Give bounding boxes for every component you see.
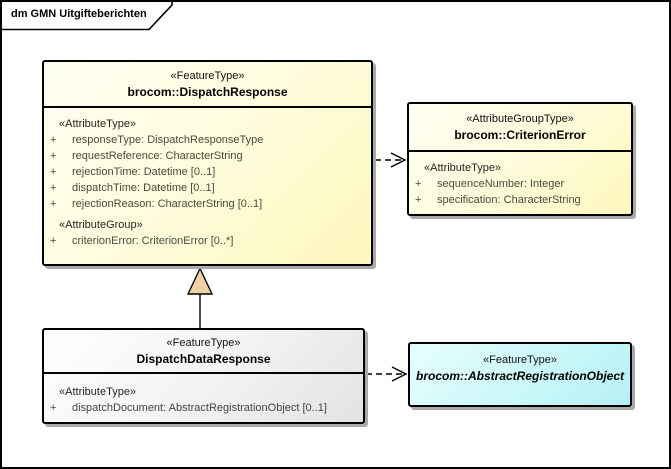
attribute-row: + responseType: DispatchResponseType xyxy=(44,132,371,148)
visibility-sign: + xyxy=(50,166,57,178)
stereotype-row: «AttributeType» xyxy=(44,116,371,132)
stereotype-label: «FeatureType» xyxy=(166,337,241,349)
attribute-text: sequenceNumber: Integer xyxy=(437,178,565,190)
stereotype-row: «AttributeType» xyxy=(409,160,631,176)
attribute-text: dispatchDocument: AbstractRegistrationOb… xyxy=(72,402,327,414)
attribute-row: + dispatchDocument: AbstractRegistration… xyxy=(44,400,363,416)
attribute-row: + requestReference: CharacterString xyxy=(44,148,371,164)
visibility-sign: + xyxy=(50,182,57,194)
stereotype-row: «AttributeType» xyxy=(44,384,363,400)
class-name: brocom::AbstractRegistrationObject xyxy=(415,369,625,383)
attribute-row: + rejectionReason: CharacterString [0..1… xyxy=(44,196,371,212)
attribute-text: rejectionReason: CharacterString [0..1] xyxy=(72,198,263,210)
attribute-row: + sequenceNumber: Integer xyxy=(409,176,631,192)
stereotype-text: «AttributeType» xyxy=(424,162,502,174)
attribute-compartment: «AttributeType» + sequenceNumber: Intege… xyxy=(409,152,631,208)
attribute-text: rejectionTime: Datetime [0..1] xyxy=(72,166,216,178)
attribute-compartment: «AttributeType» + responseType: Dispatch… xyxy=(44,108,371,249)
stereotype-label: «AttributeGroupType» xyxy=(466,113,574,125)
attribute-row: + specification: CharacterString xyxy=(409,192,631,208)
class-header: «AttributeGroupType» brocom::CriterionEr… xyxy=(409,104,631,152)
attribute-row: + rejectionTime: Datetime [0..1] xyxy=(44,164,371,180)
class-name: brocom::DispatchResponse xyxy=(127,85,288,99)
class-header: «FeatureType» brocom::DispatchResponse xyxy=(44,62,371,108)
class-box-dispatch-response[interactable]: «FeatureType» brocom::DispatchResponse «… xyxy=(42,60,373,266)
visibility-sign: + xyxy=(415,178,422,190)
stereotype-label: «FeatureType» xyxy=(483,354,557,366)
attribute-text: responseType: DispatchResponseType xyxy=(72,134,264,146)
class-box-abstract-registration-object[interactable]: «FeatureType» brocom::AbstractRegistrati… xyxy=(408,342,632,407)
class-header: «FeatureType» brocom::AbstractRegistrati… xyxy=(410,344,630,385)
class-box-dispatch-data-response[interactable]: «FeatureType» DispatchDataResponse «Attr… xyxy=(42,328,365,424)
generalization-connector xyxy=(186,266,214,328)
stereotype-label: «FeatureType» xyxy=(170,70,245,82)
class-name: brocom::CriterionError xyxy=(454,128,586,142)
stereotype-text: «AttributeType» xyxy=(59,386,137,398)
stereotype-text: «AttributeGroup» xyxy=(59,219,143,231)
open-arrowhead-icon xyxy=(390,152,407,168)
class-name: DispatchDataResponse xyxy=(136,352,271,366)
dependency-arrow-criterion-error xyxy=(375,152,407,168)
visibility-sign: + xyxy=(50,198,57,210)
dependency-arrow-abstract-registration-object xyxy=(366,366,408,382)
attribute-text: requestReference: CharacterString xyxy=(72,150,243,162)
stereotype-row: «AttributeGroup» xyxy=(44,217,371,233)
diagram-tab-title: dm GMN Uitgifteberichten xyxy=(11,8,147,20)
stereotype-text: «AttributeType» xyxy=(59,118,137,130)
class-box-criterion-error[interactable]: «AttributeGroupType» brocom::CriterionEr… xyxy=(407,102,633,216)
attribute-row: + criterionError: CriterionError [0..*] xyxy=(44,233,371,249)
visibility-sign: + xyxy=(50,235,57,247)
open-arrowhead-icon xyxy=(391,366,408,382)
visibility-sign: + xyxy=(50,134,57,146)
visibility-sign: + xyxy=(415,194,422,206)
attribute-row: + dispatchTime: Datetime [0..1] xyxy=(44,180,371,196)
attribute-text: dispatchTime: Datetime [0..1] xyxy=(72,182,215,194)
attribute-text: specification: CharacterString xyxy=(437,194,581,206)
visibility-sign: + xyxy=(50,150,57,162)
attribute-compartment: «AttributeType» + dispatchDocument: Abst… xyxy=(44,374,363,416)
attribute-text: criterionError: CriterionError [0..*] xyxy=(72,235,234,247)
generalization-triangle-icon xyxy=(186,266,214,295)
visibility-sign: + xyxy=(50,402,57,414)
class-header: «FeatureType» DispatchDataResponse xyxy=(44,330,363,374)
